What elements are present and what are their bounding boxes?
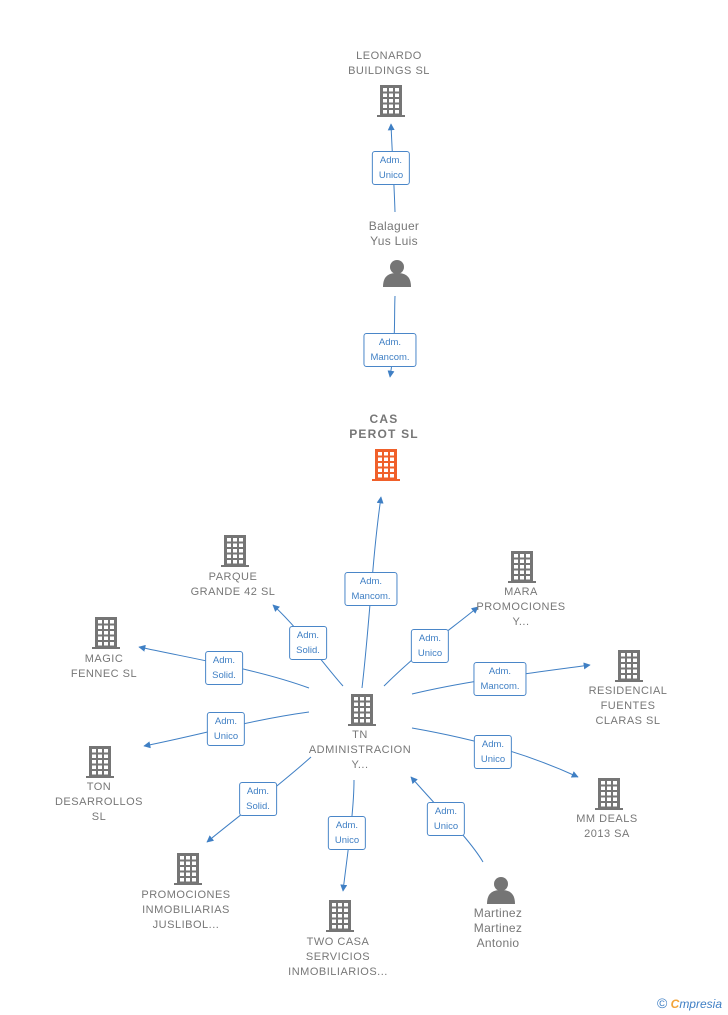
edge-label-tn-to-mara[interactable]: Adm. Unico [410, 629, 450, 663]
edge-label-tn-to-ton[interactable]: Adm. Unico [206, 712, 246, 746]
edge-label-tn-to-mmdeals[interactable]: Adm. Unico [473, 735, 513, 769]
edge-label-tn-to-twocasa[interactable]: Adm. Unico [327, 816, 367, 850]
node-label-leonardo[interactable]: LEONARDO BUILDINGS SL [348, 50, 430, 77]
edge-label-balaguer-to-leonardo[interactable]: Adm. Unico [371, 151, 411, 185]
person-icon[interactable] [487, 877, 515, 904]
building-icon[interactable] [221, 535, 249, 567]
node-label-promociones[interactable]: PROMOCIONES INMOBILIARIAS JUSLIBOL... [141, 889, 231, 931]
edge-label-tn-to-parque[interactable]: Adm. Solid. [289, 626, 327, 660]
building-icon[interactable] [377, 85, 405, 117]
node-label-mara[interactable]: MARA PROMOCIONES Y... [476, 586, 566, 628]
copyright-symbol: © [656, 995, 668, 1011]
node-label-tn[interactable]: TN ADMINISTRACION Y... [308, 729, 412, 771]
building-icon[interactable] [372, 449, 400, 481]
node-label-ton[interactable]: TON DESARROLLOS SL [54, 781, 144, 823]
node-label-martinez[interactable]: Martinez Martinez Antonio [473, 906, 523, 950]
edge-label-tn-to-residencial[interactable]: Adm. Mancom. [473, 662, 527, 696]
node-label-magic[interactable]: MAGIC FENNEC SL [70, 653, 138, 680]
edge-label-balaguer-to-cas[interactable]: Adm. Mancom. [363, 333, 417, 367]
building-icon[interactable] [86, 746, 114, 778]
edge-label-tn-to-magic[interactable]: Adm. Solid. [205, 651, 243, 685]
person-icon[interactable] [383, 260, 411, 287]
node-label-twocasa[interactable]: TWO CASA SERVICIOS INMOBILIARIOS... [288, 936, 388, 978]
edge-label-tn-to-cas[interactable]: Adm. Mancom. [344, 572, 398, 606]
building-icon[interactable] [615, 650, 643, 682]
building-icon[interactable] [508, 551, 536, 583]
brand-logo-letter: C [670, 997, 680, 1011]
edge-label-tn-to-promociones[interactable]: Adm. Solid. [239, 782, 277, 816]
building-icon[interactable] [92, 617, 120, 649]
node-label-cas[interactable]: CAS PEROT SL [349, 412, 419, 441]
building-icon[interactable] [326, 900, 354, 932]
node-label-mmdeals[interactable]: MM DEALS 2013 SA [576, 813, 638, 840]
brand-name: mpresia [679, 997, 722, 1011]
edge-label-martinez-to-tn[interactable]: Adm. Unico [426, 802, 466, 836]
empresia-brand[interactable]: © Cmpresia [657, 995, 722, 1011]
building-icon[interactable] [174, 853, 202, 885]
node-label-residencial[interactable]: RESIDENCIAL FUENTES CLARAS SL [588, 685, 668, 727]
building-icon[interactable] [348, 694, 376, 726]
node-label-parque[interactable]: PARQUE GRANDE 42 SL [190, 571, 276, 598]
building-icon[interactable] [595, 778, 623, 810]
node-label-balaguer[interactable]: Balaguer Yus Luis [368, 219, 420, 248]
